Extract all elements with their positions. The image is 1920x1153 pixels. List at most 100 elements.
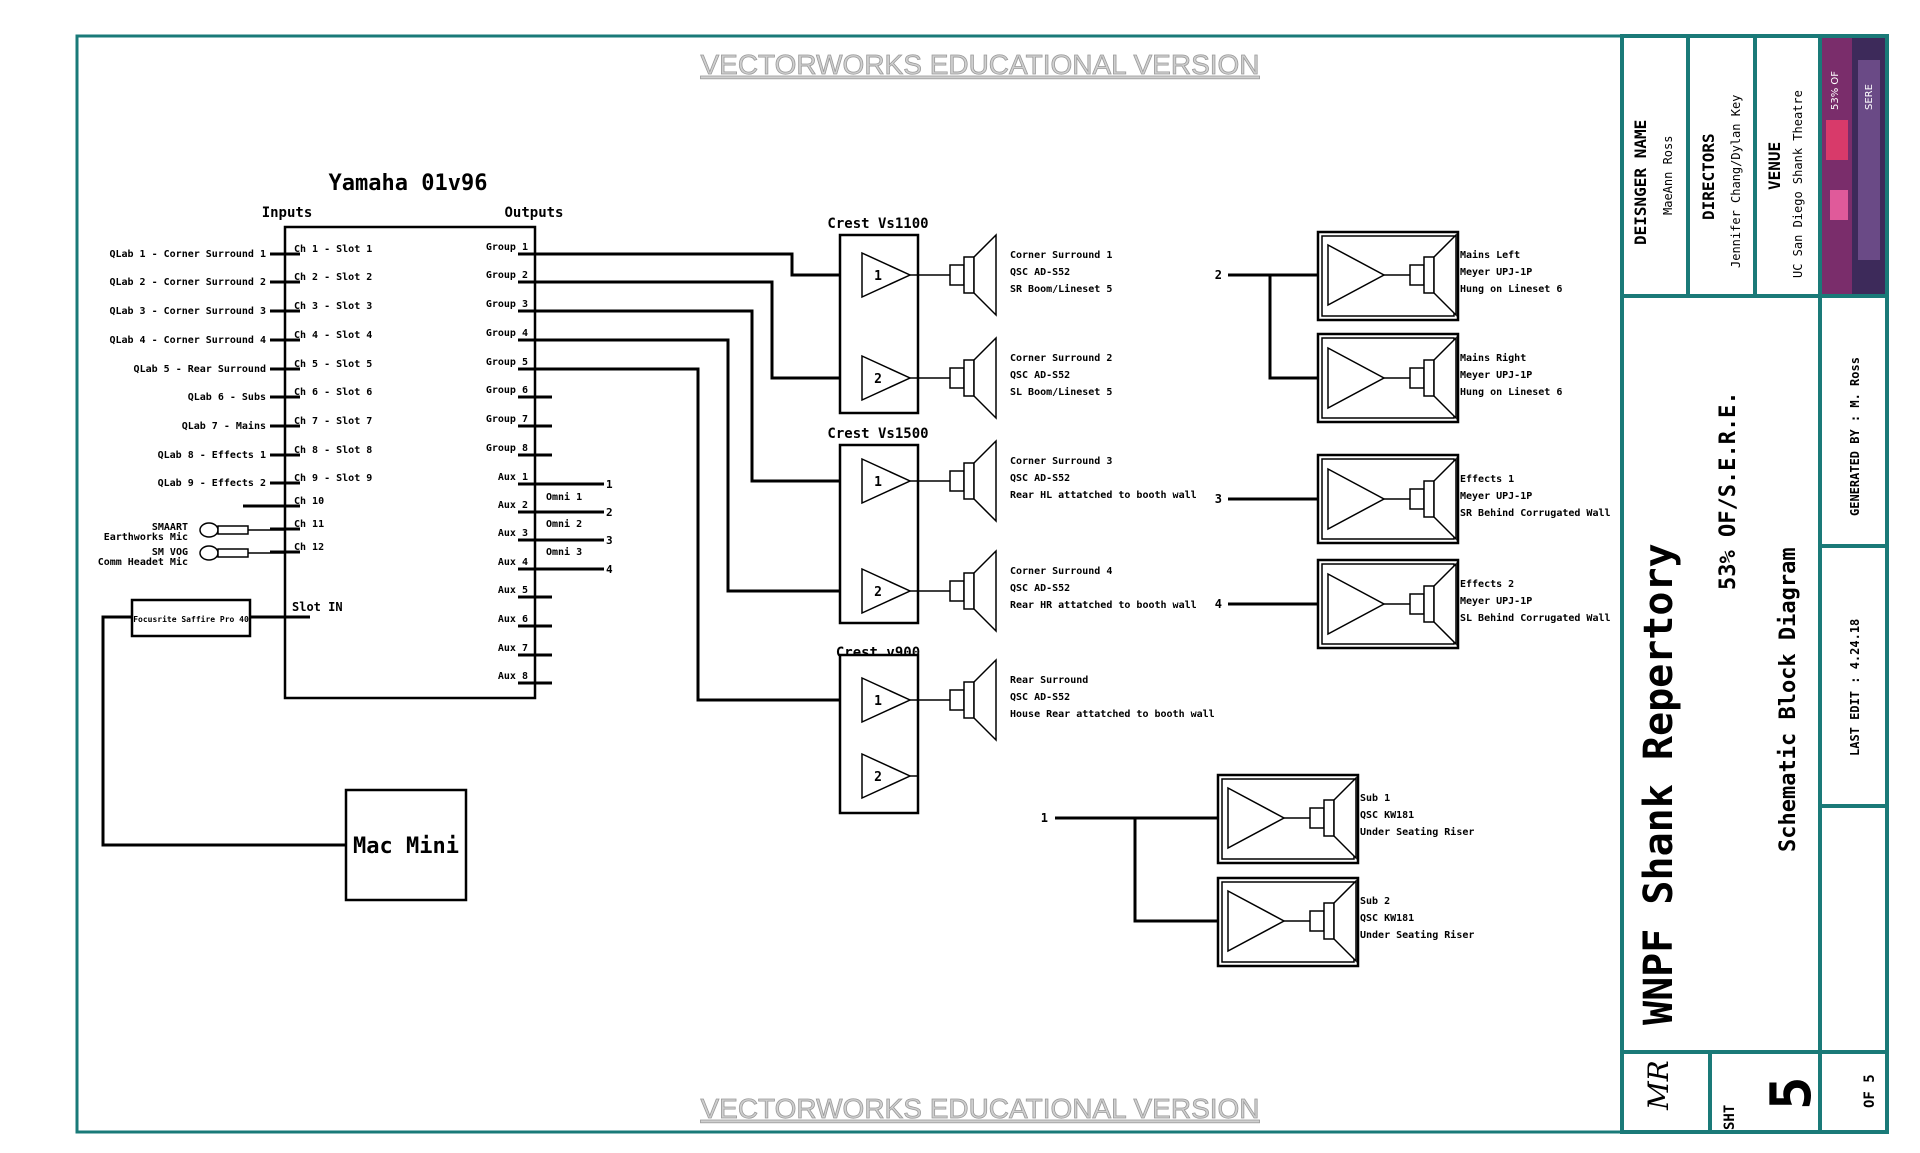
poster-text-1: 53% OF — [1830, 71, 1841, 110]
amp-speaker-label-line: Rear HR attatched to booth wall — [1010, 600, 1197, 611]
amplifier-channel-number: 1 — [874, 475, 882, 490]
amplifier-channel-triangle — [861, 354, 912, 402]
aux-output-label: Aux 8 — [498, 671, 528, 682]
passive-speaker-icon — [938, 549, 997, 633]
aux-output-label: Aux 7 — [498, 643, 528, 654]
aux-output-label: Aux 4 — [498, 557, 528, 568]
amp-speaker-label-line: Corner Surround 3 — [1010, 456, 1112, 467]
venue-name: UC San Diego Shank Theatre — [1791, 90, 1805, 278]
powered-speaker-input-number: 1 — [1041, 811, 1048, 825]
sheet-of: OF 5 — [1862, 1074, 1878, 1108]
drawing-title: Schematic Block Diagram — [1776, 547, 1801, 852]
watermark-bottom: VECTORWORKS EDUCATIONAL VERSION — [700, 1093, 1259, 1124]
passive-speaker-icon — [1398, 562, 1457, 646]
passive-speaker-icon — [1398, 336, 1457, 420]
amp-speaker-label-line: SR Boom/Lineset 5 — [1010, 283, 1112, 295]
group-output-label: Group 3 — [486, 299, 528, 310]
amp-speaker-label: Corner Surround 2 QSC AD-S52 SL Boom/Lines… — [1010, 353, 1112, 398]
amplifier-channel-number: 2 — [874, 585, 882, 600]
aux-output-number: 3 — [606, 534, 613, 547]
console-channel-label: Ch 10 — [294, 496, 324, 507]
powered-speaker-label-line: Meyer UPJ-1P — [1460, 370, 1532, 381]
aux-output-label: Aux 5 — [498, 585, 528, 596]
omni-label: Omni 1 — [546, 491, 582, 503]
amp-speaker-label-line: SL Boom/Lineset 5 — [1010, 386, 1112, 398]
powered-speaker-label-line: Under Seating Riser — [1360, 929, 1474, 941]
powered-speaker-label-line: Effects 1 — [1460, 474, 1514, 485]
omni-label: Omni 2 — [546, 518, 582, 530]
powered-speaker-label-line: Under Seating Riser — [1360, 826, 1474, 838]
powered-speaker-input-number: 2 — [1215, 268, 1222, 282]
amp-speaker-label-line: Corner Surround 1 — [1010, 250, 1112, 261]
amp-speaker-label-line: Corner Surround 2 — [1010, 353, 1112, 364]
amp-speaker-label-line: QSC AD-S52 — [1010, 473, 1070, 484]
powered-speaker-label-line: SR Behind Corrugated Wall — [1460, 507, 1611, 519]
powered-speaker-label-line: Sub 1 — [1360, 793, 1390, 804]
powered-amp-triangle — [1327, 346, 1386, 410]
powered-amp-triangle — [1227, 786, 1286, 850]
powered-speaker-label-line: QSC KW181 — [1360, 913, 1414, 924]
poster-text-2: SERE — [1864, 84, 1875, 110]
console-outputs-label: Outputs — [504, 205, 563, 221]
group-output-label: Group 6 — [486, 385, 528, 396]
input-source-label: QLab 6 - Subs — [188, 392, 266, 403]
passive-speaker-icon — [1298, 879, 1357, 963]
powered-speaker-label-line: Meyer UPJ-1P — [1460, 491, 1532, 502]
amp-speaker-label-line: QSC AD-S52 — [1010, 267, 1070, 278]
amp-speaker-label: Corner Surround 1 QSC AD-S52 SR Boom/Lines… — [1010, 250, 1112, 295]
powered-amp-triangle — [1327, 467, 1386, 531]
powered-amp-triangle — [1327, 243, 1386, 307]
amplifier-2: Crest Vs1500 1 Corner Surround 3 QSC AD-S52… — [827, 426, 1197, 633]
designer-label: DEISNGER NAME — [1631, 120, 1650, 245]
passive-speaker-icon — [1298, 776, 1357, 860]
amp-speaker-label-line: QSC AD-S52 — [1010, 692, 1070, 703]
amplifier-channel-number: 1 — [874, 694, 882, 709]
amplifier-channel-triangle — [861, 251, 912, 299]
powered-speaker-label-line: Effects 2 — [1460, 579, 1514, 590]
last-edit: LAST EDIT : 4.24.18 — [1848, 619, 1862, 756]
input-source-label: QLab 3 - Corner Surround 3 — [109, 306, 266, 317]
powered-speaker-label-line: Meyer UPJ-1P — [1460, 596, 1532, 607]
input-source-label: QLab 2 - Corner Surround 2 — [109, 277, 266, 288]
amplifier-channel-number: 1 — [874, 269, 882, 284]
mic-body — [217, 525, 249, 535]
mic-label-line1: SMAART — [152, 522, 188, 533]
console-inputs-label: Inputs — [262, 205, 313, 221]
amplifier-name: Crest Vs1500 — [827, 426, 928, 442]
mic-label-line2: Earthworks Mic — [104, 531, 188, 543]
mic-icon — [199, 545, 219, 561]
powered-speaker-input-number: 3 — [1215, 492, 1222, 506]
powered-speaker-label-line: Mains Left — [1460, 249, 1520, 261]
sheet-number: 5 — [1759, 1076, 1824, 1110]
input-source-label: QLab 1 - Corner Surround 1 — [109, 249, 266, 260]
directors-label: DIRECTORS — [1699, 133, 1718, 220]
console-channel-label: Ch 6 - Slot 6 — [294, 387, 372, 398]
mac-mini-box — [344, 788, 468, 902]
designer-name: MaeAnn Ross — [1661, 136, 1675, 215]
amp-speaker-label-line: QSC AD-S52 — [1010, 370, 1070, 381]
designer-logo: MR — [1642, 1060, 1675, 1111]
amp-speaker-label-line: Corner Surround 4 — [1010, 566, 1112, 577]
group-output-label: Group 7 — [486, 414, 528, 425]
passive-speaker-icon — [938, 658, 997, 742]
powered-speaker-label-line: Hung on Lineset 6 — [1460, 386, 1562, 398]
mic-label-line2: Comm Headet Mic — [98, 556, 188, 568]
powered-speaker-label-line: Meyer UPJ-1P — [1460, 267, 1532, 278]
console-box — [283, 225, 537, 700]
passive-speaker-icon — [938, 336, 997, 420]
mac-mini-label: Mac Mini — [353, 834, 459, 859]
focusrite-label: Focusrite Saffire Pro 40 — [133, 614, 249, 624]
amplifier-channel-number: 2 — [874, 372, 882, 387]
powered-speaker-label-line: Hung on Lineset 6 — [1460, 283, 1562, 295]
amplifier-channel-triangle — [861, 457, 912, 505]
amp-speaker-label-line: House Rear attatched to booth wall — [1010, 709, 1215, 720]
